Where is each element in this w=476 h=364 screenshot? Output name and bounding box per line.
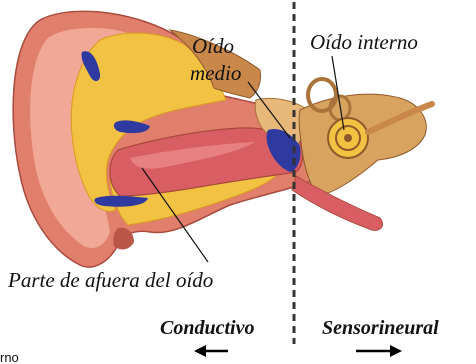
arrow-right-sensorineural: [356, 345, 402, 357]
label-inner-ear: Oído interno: [310, 32, 418, 53]
label-outer-ear: Parte de afuera del oído: [8, 270, 213, 291]
label-conductive: Conductivo: [160, 318, 254, 338]
bottom-text-fragment: rno: [0, 351, 19, 364]
label-middle-ear-line2: medio: [190, 63, 241, 84]
cochlea-center: [344, 134, 352, 142]
arrow-left-conductive: [194, 345, 228, 357]
label-sensorineural: Sensorineural: [322, 318, 439, 338]
label-middle-ear-line1: Oído: [192, 36, 234, 57]
